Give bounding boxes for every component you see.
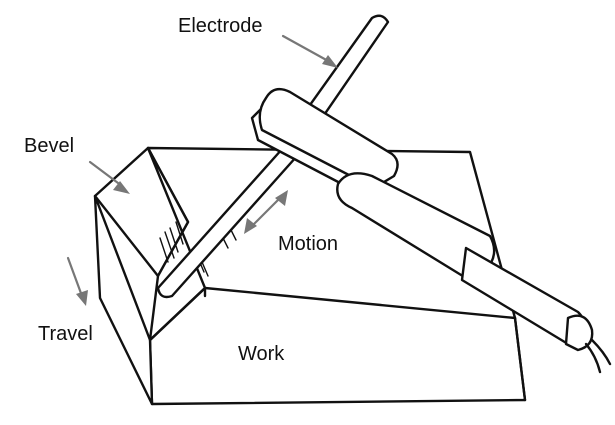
motion-label: Motion <box>278 233 338 255</box>
joint-line <box>148 286 207 342</box>
travel-arrow <box>66 256 88 306</box>
electrode-holder <box>250 87 612 374</box>
motion-arrow <box>244 190 288 234</box>
travel-label: Travel <box>38 323 93 345</box>
bevel-block-front <box>93 194 154 406</box>
holder-end-cap <box>564 314 594 352</box>
holder-cable <box>584 338 612 374</box>
electrode-callout <box>281 34 338 68</box>
work-right-edge <box>513 316 527 402</box>
work-label: Work <box>238 343 285 365</box>
bevel-label: Bevel <box>24 135 74 157</box>
electrode-label: Electrode <box>178 15 263 37</box>
electrode-rod-lower <box>156 146 299 299</box>
work-block <box>93 146 527 406</box>
holder-grip <box>336 172 496 280</box>
bevel-callout <box>88 160 130 194</box>
holder-clamp <box>258 87 399 190</box>
